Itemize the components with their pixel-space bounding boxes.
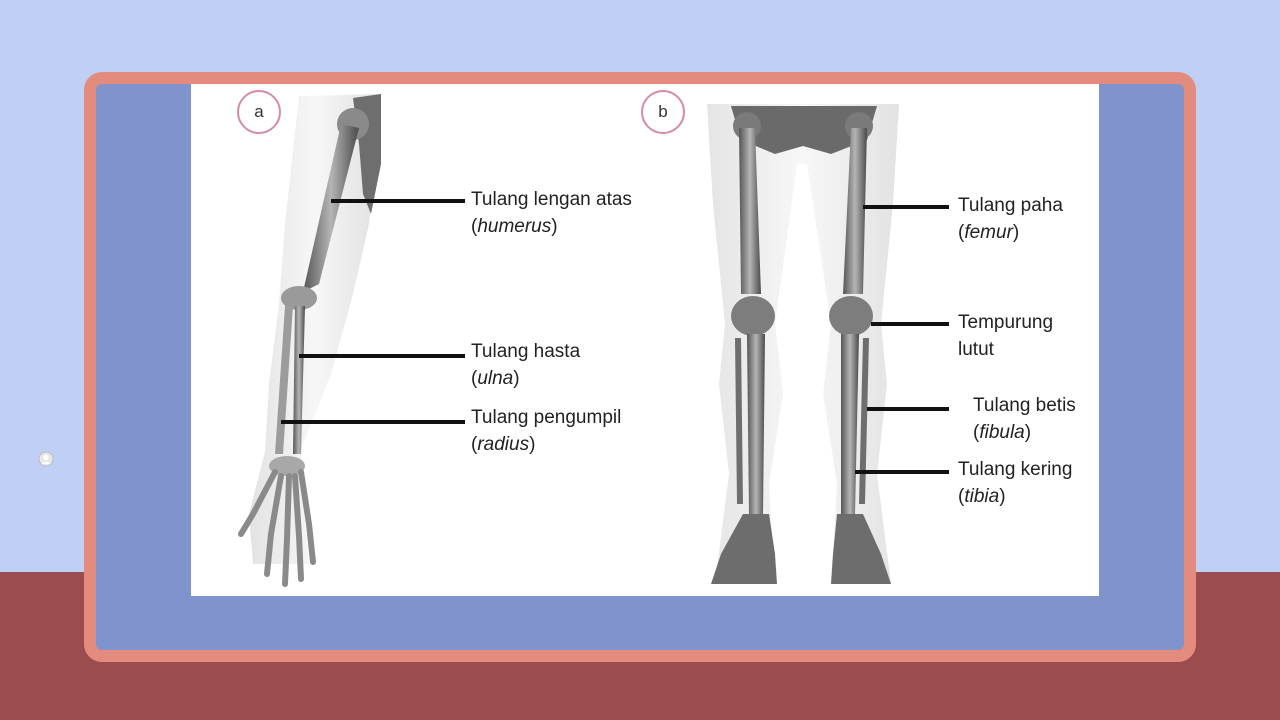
fibula-left: [735, 338, 743, 504]
bone-diagram: a b Tulang lengan atas (humerus) Tulang …: [191, 84, 1099, 596]
label-femur-name: Tulang paha: [958, 195, 1063, 216]
panel-b-badge: b: [641, 90, 685, 134]
fibula-right: [859, 338, 869, 504]
hand-bones: [238, 469, 316, 587]
user-icon: [38, 451, 54, 467]
panel-a-badge: a: [237, 90, 281, 134]
label-tibia-name: Tulang kering: [958, 459, 1073, 480]
tibia-right: [841, 334, 859, 514]
legs-illustration: [707, 104, 899, 584]
label-femur-latin: femur: [964, 222, 1013, 243]
arm-illustration: [238, 94, 381, 587]
label-humerus: Tulang lengan atas (humerus): [471, 189, 632, 237]
label-fibula-latin: fibula: [979, 422, 1025, 443]
label-fibula-name: Tulang betis: [973, 395, 1076, 416]
label-tibia: Tulang kering (tibia): [958, 459, 1073, 507]
label-radius: Tulang pengumpil (radius): [471, 407, 622, 455]
label-humerus-name: Tulang lengan atas: [471, 189, 632, 210]
label-femur: Tulang paha (femur): [958, 195, 1063, 243]
label-ulna-latin: ulna: [477, 368, 514, 389]
femur-left: [739, 128, 761, 294]
label-patella-name2: lutut: [958, 339, 994, 360]
label-fibula: Tulang betis (fibula): [973, 395, 1076, 443]
label-ulna: Tulang hasta (ulna): [471, 341, 581, 389]
label-radius-latin: radius: [477, 434, 530, 455]
elbow-joint: [281, 286, 317, 310]
foot-right: [831, 514, 891, 584]
ulna-bone: [293, 306, 305, 454]
foot-left: [711, 514, 777, 584]
tibia-left: [747, 334, 765, 514]
label-ulna-name: Tulang hasta: [471, 341, 581, 362]
bone-illustration: [238, 94, 949, 587]
label-tibia-latin: tibia: [964, 486, 1000, 507]
pelvis: [731, 106, 877, 154]
wrist: [269, 456, 305, 476]
leader-lines: [281, 199, 949, 474]
humerus-shaft: [303, 124, 359, 292]
femur-right: [843, 128, 867, 294]
label-humerus-latin: humerus: [477, 216, 552, 237]
label-radius-name: Tulang pengumpil: [471, 407, 622, 428]
label-patella: Tempurung lutut: [958, 309, 1053, 363]
radius-bone: [275, 306, 293, 454]
patella-left: [731, 296, 775, 336]
patella-right: [829, 296, 873, 336]
label-patella-name: Tempurung: [958, 312, 1054, 333]
